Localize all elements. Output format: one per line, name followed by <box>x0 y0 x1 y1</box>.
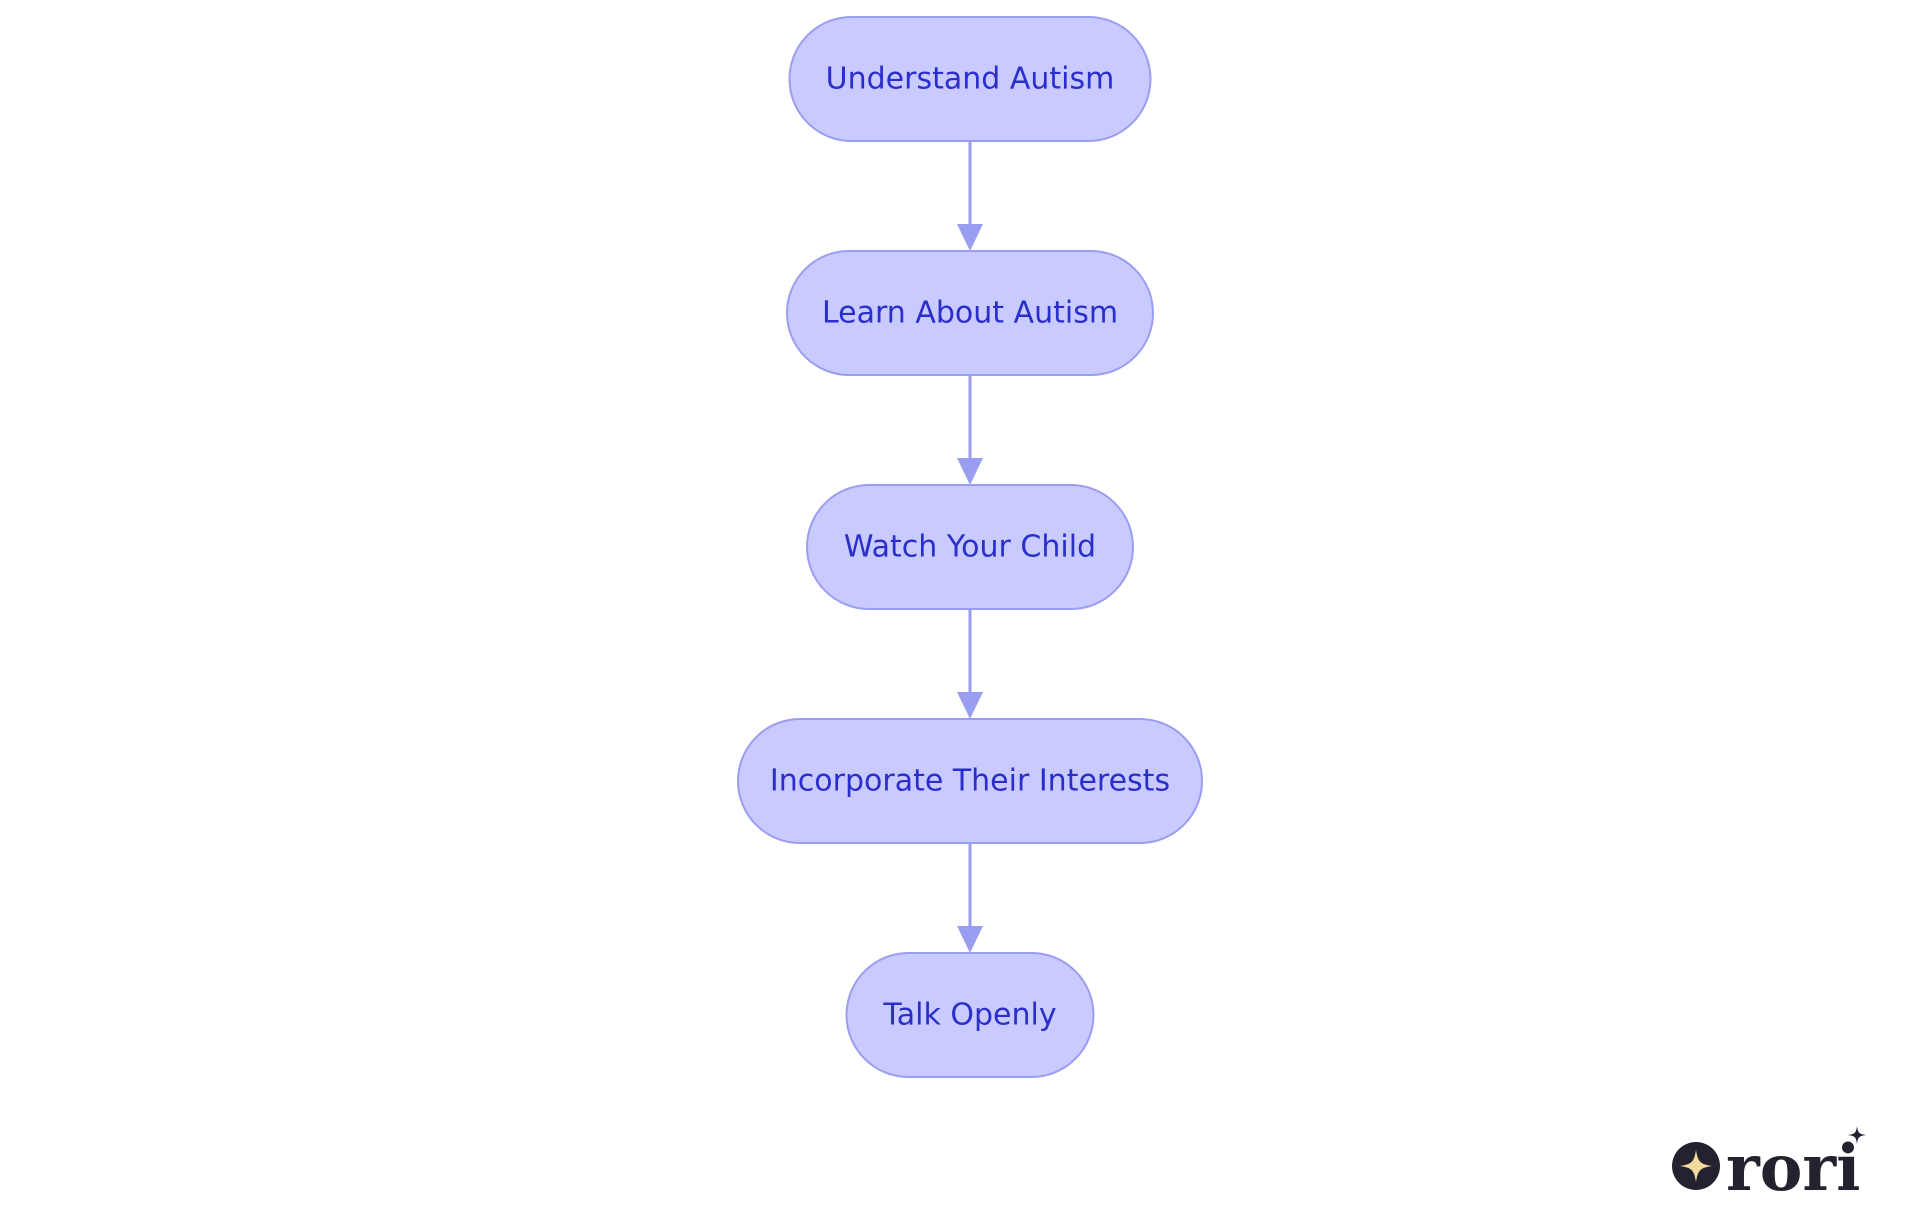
arrowhead-learn-about-autism <box>957 224 983 251</box>
node-learn-about-autism: Learn About Autism <box>786 250 1154 376</box>
node-label: Incorporate Their Interests <box>770 764 1170 799</box>
rori-logo: rori <box>1672 1126 1866 1196</box>
node-label: Learn About Autism <box>822 296 1118 331</box>
edges-layer <box>957 141 983 953</box>
arrowhead-watch-your-child <box>957 458 983 485</box>
sparkle-icon <box>1680 1150 1712 1182</box>
node-understand-autism: Understand Autism <box>788 16 1152 142</box>
arrowhead-talk-openly <box>957 926 983 953</box>
node-shape <box>737 718 1203 844</box>
small-sparkle-icon <box>1848 1126 1866 1144</box>
node-talk-openly: Talk Openly <box>845 952 1095 1078</box>
node-label: Talk Openly <box>882 998 1056 1033</box>
node-shape <box>845 952 1095 1078</box>
node-shape <box>788 16 1152 142</box>
node-label: Watch Your Child <box>844 530 1096 565</box>
node-incorporate-their-interests: Incorporate Their Interests <box>737 718 1203 844</box>
node-watch-your-child: Watch Your Child <box>806 484 1134 610</box>
logo-wordmark: rori <box>1726 1131 1860 1196</box>
node-shape <box>806 484 1134 610</box>
arrowhead-incorporate-their-interests <box>957 692 983 719</box>
node-shape <box>786 250 1154 376</box>
node-label: Understand Autism <box>826 62 1115 97</box>
